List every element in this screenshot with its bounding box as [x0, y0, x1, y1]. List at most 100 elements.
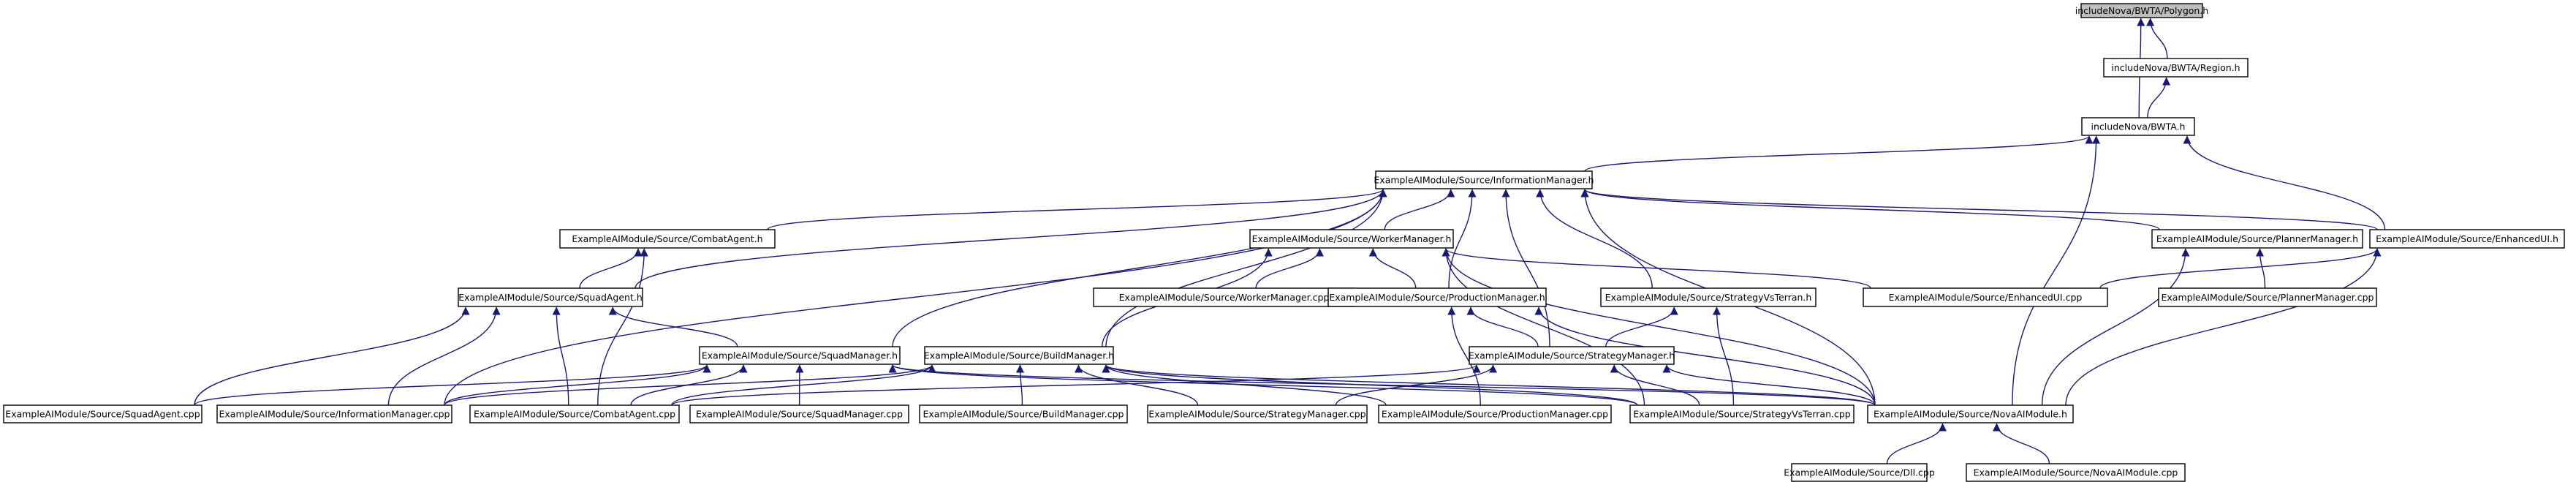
node-label: ExampleAIModule/Source/StrategyManager.c… — [1148, 409, 1365, 420]
node-box — [1147, 404, 1368, 423]
node-label: ExampleAIModule/Source/NovaAIModule.cpp — [1974, 467, 2178, 478]
edge-novaai_h-to-novaai_cpp — [1992, 423, 2050, 464]
edge-info_h-to-combat_h — [767, 189, 1387, 230]
node-label: ExampleAIModule/Source/WorkerManager.cpp — [1119, 292, 1330, 303]
node-label: ExampleAIModule/Source/InformationManage… — [1374, 175, 1594, 186]
node-box — [2081, 117, 2195, 136]
edge-info_h-to-svt_h — [1536, 189, 1653, 289]
edge-squadagent_h-to-info_cpp — [387, 306, 501, 406]
node-label: ExampleAIModule/Source/InformationManage… — [219, 409, 450, 420]
node-label: ExampleAIModule/Source/SquadManager.h — [702, 350, 898, 361]
node-strategy-h[interactable]: ExampleAIModule/Source/StrategyManager.h — [1469, 346, 1675, 365]
node-box — [3, 404, 202, 423]
node-box — [2151, 229, 2363, 249]
edge-bwta_h-to-novaai_h — [2012, 135, 2101, 406]
edge-worker_h-to-worker_cpp — [1255, 248, 1324, 289]
node-dll-cpp[interactable]: ExampleAIModule/Source/Dll.cpp — [1784, 463, 1935, 482]
edge-build_h-to-info_cpp — [444, 364, 936, 406]
node-bwta-h[interactable]: includeNova/BWTA.h — [2081, 117, 2195, 136]
node-box — [1469, 346, 1675, 365]
edge-squadmgr_h-to-squadagent_cpp — [194, 364, 711, 406]
edge-squadagent_h-to-squadagent_cpp — [194, 306, 470, 406]
node-layer: includeNova/BWTA/Polygon.h includeNova/BW… — [3, 3, 2565, 482]
node-production-cpp[interactable]: ExampleAIModule/Source/ProductionManager… — [1378, 404, 1612, 423]
node-label: ExampleAIModule/Source/ProductionManager… — [1382, 409, 1608, 420]
node-squadmgr-h[interactable]: ExampleAIModule/Source/SquadManager.h — [699, 346, 901, 365]
edge-worker_h-to-production_h — [1368, 248, 1417, 289]
node-label: ExampleAIModule/Source/StrategyManager.h — [1469, 350, 1675, 361]
edge-polygon_h-to-region_h — [2146, 18, 2168, 59]
node-novaai-h[interactable]: ExampleAIModule/Source/NovaAIModule.h — [1867, 404, 2074, 423]
node-box — [924, 346, 1114, 365]
edge-info_h-to-squadagent_h — [634, 189, 1387, 289]
edge-bwta_h-to-enhanced_h — [2183, 135, 2386, 230]
node-combat-cpp[interactable]: ExampleAIModule/Source/CombatAgent.cpp — [469, 404, 680, 423]
node-label: ExampleAIModule/Source/EnhancedUI.h — [2376, 233, 2558, 244]
node-squadagent-h[interactable]: ExampleAIModule/Source/SquadAgent.h — [458, 287, 643, 307]
edge-worker_h-to-svt_cpp — [1442, 248, 1645, 406]
edge-build_h-to-svt_cpp — [1102, 364, 1638, 406]
node-novaai-cpp[interactable]: ExampleAIModule/Source/NovaAIModule.cpp — [1966, 463, 2186, 482]
node-production-h[interactable]: ExampleAIModule/Source/ProductionManager… — [1327, 287, 1547, 307]
edge-strategy_h-to-svt_cpp — [1610, 364, 1700, 406]
node-build-h[interactable]: ExampleAIModule/Source/BuildManager.h — [924, 346, 1114, 365]
edge-planner_h-to-novaai_h — [2041, 248, 2190, 406]
node-box — [2369, 229, 2565, 249]
node-box — [689, 404, 909, 423]
node-box — [1791, 463, 1928, 482]
node-strategy-cpp[interactable]: ExampleAIModule/Source/StrategyManager.c… — [1147, 404, 1368, 423]
node-label: ExampleAIModule/Source/PlannerManager.h — [2156, 233, 2358, 244]
node-planner-cpp[interactable]: ExampleAIModule/Source/PlannerManager.cp… — [2158, 287, 2377, 307]
edge-enhanced_h-to-enhanced_cpp — [2099, 248, 2382, 289]
node-combat-h[interactable]: ExampleAIModule/Source/CombatAgent.h — [559, 229, 776, 249]
node-box — [458, 287, 643, 307]
node-worker-cpp[interactable]: ExampleAIModule/Source/WorkerManager.cpp — [1093, 287, 1355, 307]
node-svt-cpp[interactable]: ExampleAIModule/Source/StrategyVsTerran.… — [1629, 404, 1855, 423]
node-polygon-h[interactable]: includeNova/BWTA/Polygon.h — [2075, 3, 2208, 18]
node-label: ExampleAIModule/Source/SquadAgent.h — [458, 292, 643, 303]
edge-info_h-to-worker_h — [1384, 189, 1455, 230]
node-box — [1867, 404, 2074, 423]
edge-info_h-to-enhanced_h — [1580, 189, 2378, 230]
edge-info_h-to-production_h — [1448, 189, 1477, 289]
node-label: ExampleAIModule/Source/SquadAgent.cpp — [5, 409, 200, 420]
node-box — [2158, 287, 2377, 307]
edge-build_h-to-novaai_h — [1102, 364, 1876, 406]
node-box — [1378, 404, 1612, 423]
edge-svt_h-to-strategy_h — [1605, 306, 1678, 347]
node-svt-h[interactable]: ExampleAIModule/Source/StrategyVsTerran.… — [1600, 287, 1817, 307]
node-box — [1863, 287, 2108, 307]
node-worker-h[interactable]: ExampleAIModule/Source/WorkerManager.h — [1249, 229, 1454, 249]
edge-enhanced_h-to-novaai_h — [2065, 248, 2382, 406]
edge-production_h-to-strategy_h — [1466, 306, 1539, 347]
edge-info_h-to-squadmgr_h — [892, 189, 1387, 347]
node-enhanced-h[interactable]: ExampleAIModule/Source/EnhancedUI.h — [2369, 229, 2565, 249]
node-squadagent-cpp[interactable]: ExampleAIModule/Source/SquadAgent.cpp — [3, 404, 202, 423]
node-planner-h[interactable]: ExampleAIModule/Source/PlannerManager.h — [2151, 229, 2363, 249]
edge-novaai_h-to-dll_cpp — [1886, 423, 1947, 464]
edge-svt_h-to-svt_cpp — [1712, 306, 1735, 406]
node-enhanced-cpp[interactable]: ExampleAIModule/Source/EnhancedUI.cpp — [1863, 287, 2108, 307]
node-region-h[interactable]: includeNova/BWTA/Region.h — [2103, 58, 2249, 78]
node-label: includeNova/BWTA.h — [2091, 121, 2186, 132]
node-squadmgr-cpp[interactable]: ExampleAIModule/Source/SquadManager.cpp — [689, 404, 909, 423]
node-label: ExampleAIModule/Source/StrategyVsTerran.… — [1633, 409, 1851, 420]
edge-planner_h-to-planner_cpp — [2255, 248, 2266, 289]
edge-build_h-to-build_cpp — [1015, 364, 1025, 406]
node-build-cpp[interactable]: ExampleAIModule/Source/BuildManager.cpp — [919, 404, 1128, 423]
node-box — [559, 229, 776, 249]
edge-strategy_h-to-combat_cpp — [671, 364, 1481, 406]
edge-info_h-to-planner_h — [1580, 189, 2160, 230]
node-box — [1327, 287, 1547, 307]
node-label: ExampleAIModule/Source/SquadManager.cpp — [696, 409, 903, 420]
node-label: ExampleAIModule/Source/BuildManager.cpp — [923, 409, 1124, 420]
node-box — [2080, 3, 2203, 18]
node-info-h[interactable]: ExampleAIModule/Source/InformationManage… — [1374, 170, 1594, 189]
node-info-cpp[interactable]: ExampleAIModule/Source/InformationManage… — [216, 404, 452, 423]
node-label: ExampleAIModule/Source/ProductionManager… — [1329, 292, 1545, 303]
node-label: includeNova/BWTA/Region.h — [2111, 62, 2240, 73]
node-label: ExampleAIModule/Source/CombatAgent.cpp — [474, 409, 675, 420]
node-box — [919, 404, 1128, 423]
edge-production_h-to-novaai_h — [1534, 306, 1876, 406]
